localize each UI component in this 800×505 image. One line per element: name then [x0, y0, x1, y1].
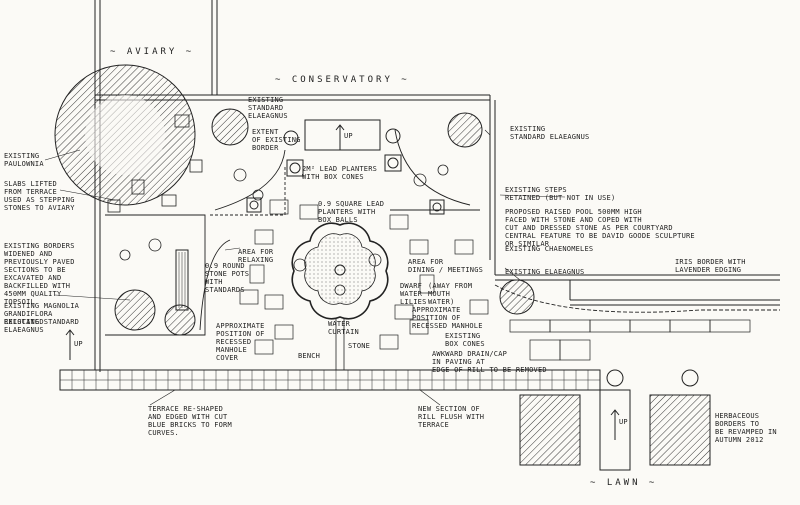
- lawn-title: ~ LAWN ~: [590, 478, 658, 488]
- label-away-mouth: (AWAY FROM MOUTH WATER): [428, 282, 473, 306]
- label-herbaceous: HERBACEOUS BORDERS TO BE REVAMPED IN AUT…: [715, 412, 777, 444]
- label-iris-border: IRIS BORDER WITH LAVENDER EDGING: [675, 258, 746, 274]
- label-box-cones: EXISTING BOX CONES: [445, 332, 485, 348]
- stone-wall-blocks: [509, 319, 751, 361]
- label-up-left: UP: [74, 340, 83, 348]
- label-area-dining: AREA FOR DINING / MEETINGS: [408, 258, 484, 274]
- label-borders: EXISTING BORDERS WIDENED AND PREVIOUSLY …: [4, 242, 75, 306]
- label-awkward-drain: AWKWARD DRAIN/CAP IN PAVING AT EDGE OF R…: [432, 350, 547, 374]
- paving-slabs: [239, 199, 489, 355]
- label-square-planters: 0.9 SQUARE LEAD PLANTERS WITH BOX BALLS: [318, 200, 385, 224]
- aviary-title: ~ AVIARY ~: [110, 47, 195, 57]
- label-lead-planters: 2m² LEAD PLANTERS WITH BOX CONES: [302, 165, 378, 181]
- borders: [105, 129, 780, 336]
- label-std-elaeagnus-top: EXISTING STANDARD ELAEAGNUS: [248, 96, 288, 120]
- terrace-edge: [59, 369, 601, 391]
- label-up-lawn: UP: [619, 418, 628, 426]
- central-pool: [291, 222, 389, 370]
- label-manhole-right: APPROXIMATE POSITION OF RECESSED MANHOLE: [412, 306, 483, 330]
- label-dwarf-lilies: DWARF WATER LILIES: [400, 282, 427, 306]
- label-manhole: APPROXIMATE POSITION OF RECESSED MANHOLE…: [216, 322, 265, 362]
- label-elaeagnus-mid: EXISTING ELAEAGNUS: [505, 268, 585, 276]
- conservatory-title: ~ CONSERVATORY ~: [275, 75, 410, 85]
- up-arrows: [65, 124, 620, 440]
- leader-lines: [44, 129, 566, 406]
- paulownia-tree: [54, 64, 196, 206]
- label-bench: BENCH: [298, 352, 321, 360]
- label-extent-border: EXTENT OF EXISTING BORDER: [252, 128, 301, 152]
- label-magnolia: EXISTING MAGNOLIA GRANDIFLORA RELOCATED: [4, 302, 80, 326]
- elaeagnus-tree-mid: [499, 279, 535, 315]
- label-chaenomeles: EXISTING CHAENOMELES: [505, 245, 594, 253]
- label-terrace-reshaped: TERRACE RE-SHAPED AND EDGED WITH CUT BLU…: [148, 405, 232, 437]
- lead-planters: [246, 128, 445, 215]
- label-paulownia: EXISTING PAULOWNIA: [4, 152, 44, 168]
- label-slabs: SLABS LIFTED FROM TERRACE USED AS STEPPI…: [4, 180, 75, 212]
- stepping-stones: [107, 114, 203, 213]
- label-std-elaeagnus-left: EXISTING STANDARD ELAEAGNUS: [4, 318, 80, 334]
- bench: [175, 249, 189, 311]
- label-round-pots: 0.9 ROUND STONE POTS WITH STANDARDS: [205, 262, 250, 294]
- magnolia-tree: [114, 289, 156, 331]
- label-rill-section: NEW SECTION OF RILL FLUSH WITH TERRACE: [418, 405, 485, 429]
- label-up-conservatory: UP: [344, 132, 353, 140]
- label-existing-steps: EXISTING STEPS RETAINED (BUT NOT IN USE): [505, 186, 616, 202]
- elaeagnus-tree-right: [447, 112, 483, 148]
- label-area-relaxing: AREA FOR RELAXING: [238, 248, 274, 264]
- label-std-elaeagnus-right: EXISTING STANDARD ELAEAGNUS: [510, 125, 590, 141]
- label-raised-pool: PROPOSED RAISED POOL 500mm HIGH FACED WI…: [505, 208, 695, 248]
- label-water-curtain: WATER CURTAIN: [328, 320, 359, 336]
- elaeagnus-tree-top: [211, 108, 249, 146]
- label-stone: STONE: [348, 342, 371, 350]
- herbaceous-borders: [519, 369, 711, 471]
